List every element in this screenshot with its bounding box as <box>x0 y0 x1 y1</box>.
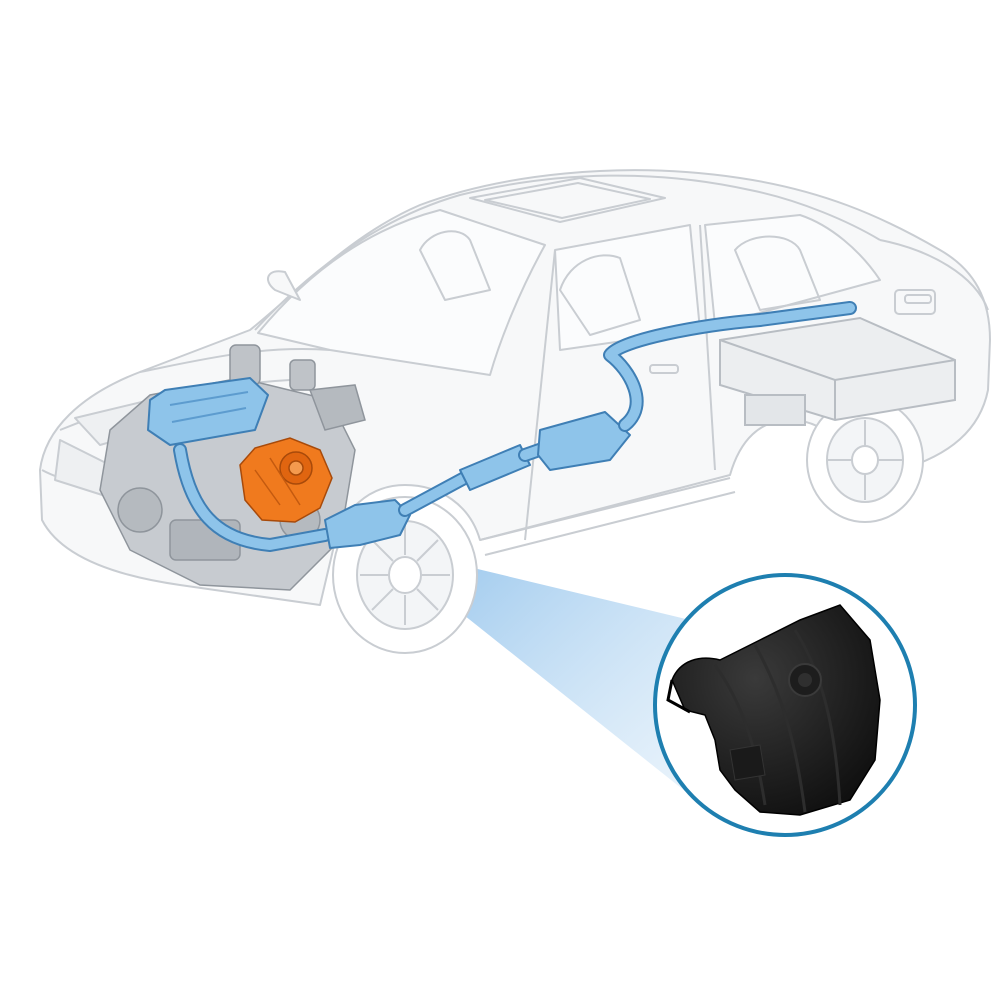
door-handle <box>650 365 678 373</box>
door-handle <box>905 295 931 303</box>
callout-detail <box>655 575 915 835</box>
intake-manifold-highlight <box>240 438 332 522</box>
side-mirror <box>268 271 300 300</box>
